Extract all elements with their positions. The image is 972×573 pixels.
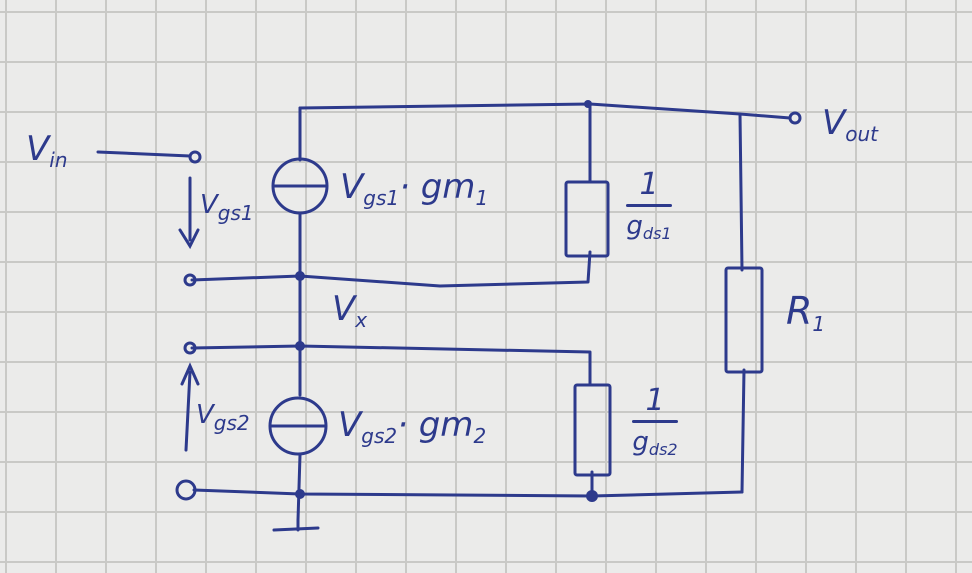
label-r1: R1 (786, 289, 826, 336)
label-source1: Vgs1· gm1 (340, 167, 489, 210)
label-vgs1: Vgs1 (200, 190, 254, 225)
ground-symbol (272, 526, 320, 532)
wire-bottom-rail (192, 488, 744, 498)
wire-vgs1-node (190, 250, 592, 288)
label-vgs2: Vgs2 (196, 400, 250, 435)
label-vin: Vin (26, 129, 68, 172)
terminal-vgs1-minus (183, 273, 197, 287)
label-gds1: 1 gds1 (626, 167, 672, 243)
terminal-vgs2-plus (183, 341, 197, 355)
node-dot (295, 489, 305, 499)
node-dot (586, 490, 598, 502)
arrow-vgs2 (184, 370, 192, 452)
wire-left-vertical (296, 106, 302, 522)
wire-right-branch (738, 112, 746, 494)
terminal-ground (175, 479, 197, 501)
resistor-gds1 (564, 180, 610, 258)
label-vx: Vx (332, 289, 368, 332)
terminal-vout (788, 111, 802, 125)
wire-middle-rail (190, 344, 592, 387)
node-dot (295, 341, 305, 351)
wire-vin (96, 150, 192, 158)
node-dot (584, 100, 592, 108)
resistor-gds2 (573, 383, 612, 477)
label-source2: Vgs2· gm2 (338, 405, 487, 448)
wire-top-rail (298, 102, 792, 120)
resistor-r1 (724, 266, 764, 374)
label-vout: Vout (822, 103, 879, 146)
terminal-vin (188, 150, 202, 164)
label-gds2: 1 gds2 (632, 383, 678, 459)
node-dot (295, 271, 305, 281)
